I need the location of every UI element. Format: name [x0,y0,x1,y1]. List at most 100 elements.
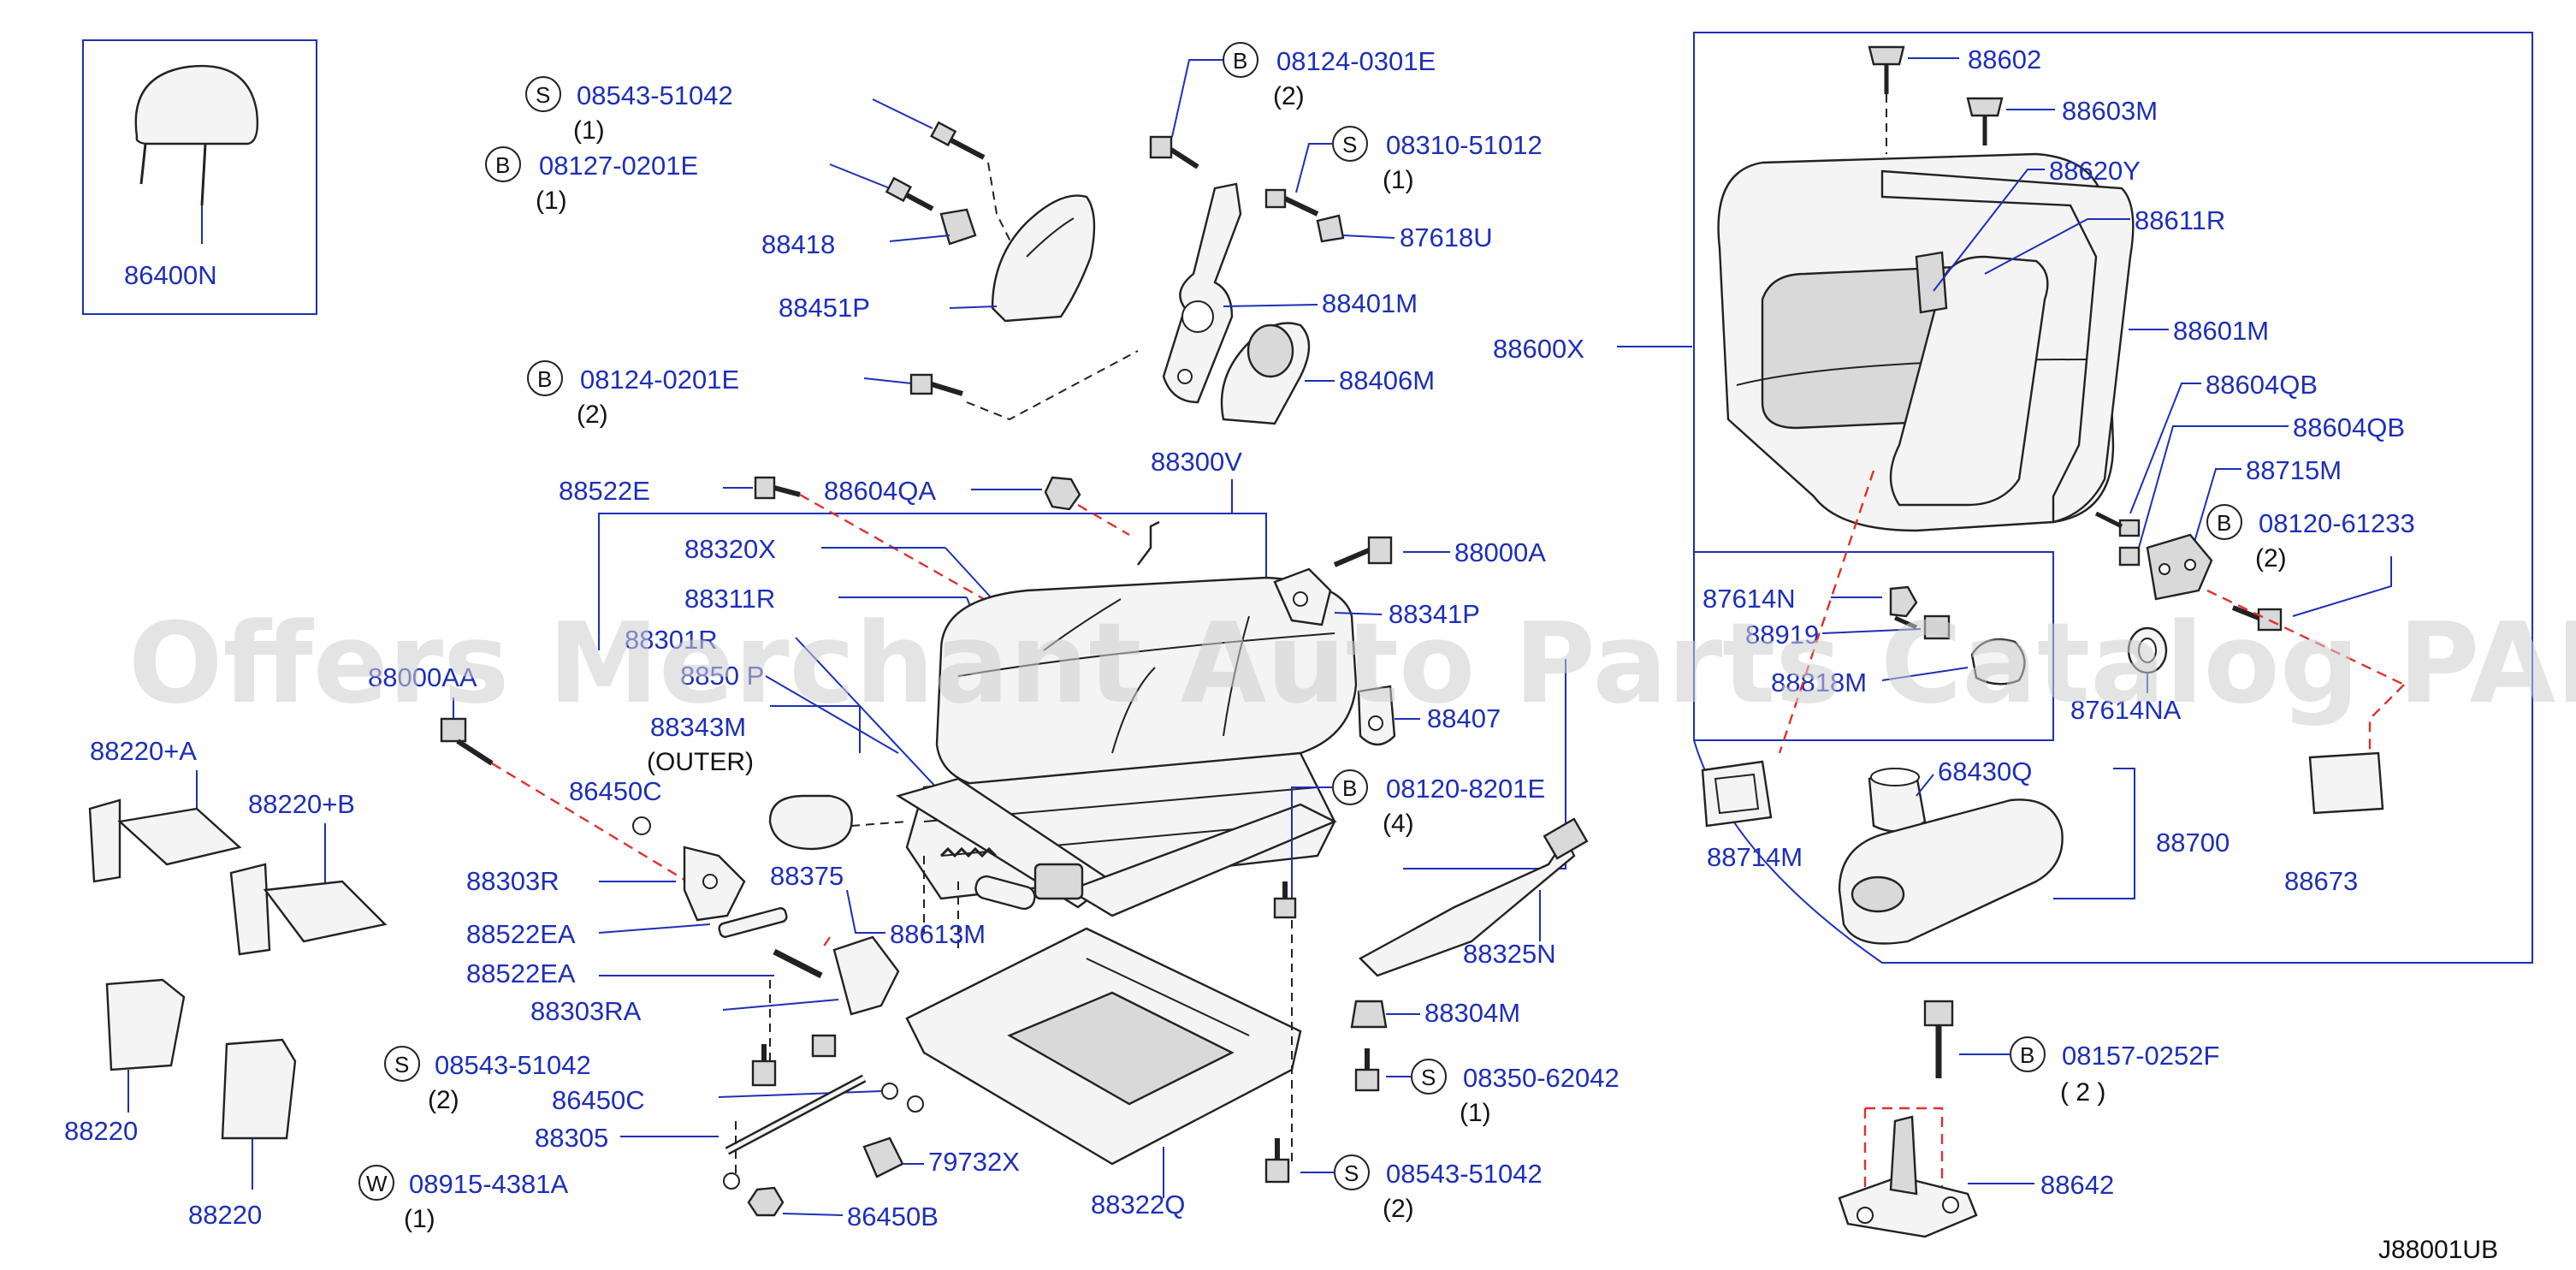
label-88522E[interactable]: 88522E [559,476,650,506]
label-88407[interactable]: 88407 [1427,703,1501,733]
label-87614N[interactable]: 87614N [1703,584,1796,614]
label-88401M[interactable]: 88401M [1322,288,1418,318]
callout-08543-51042-top[interactable]: S 08543-51042 (1) [525,76,733,145]
label-88601M[interactable]: 88601M [2173,316,2269,346]
frame-88601M-part[interactable] [1880,169,2135,524]
callout-08120-8201E[interactable]: B 08120-8201E (4) [1332,769,1545,838]
callout-08543-51042-left[interactable]: S 08543-51042 (2) [384,1046,591,1114]
bolt-part[interactable] [930,121,986,160]
label-88303RA[interactable]: 88303RA [530,996,642,1026]
bolt-part[interactable] [440,717,494,766]
callout-08543-51042-bottom[interactable]: S 08543-51042 (2) [1334,1154,1543,1223]
nut-86450B-part[interactable] [747,1186,785,1217]
panel-88220-1-part[interactable] [105,978,186,1071]
label-88642[interactable]: 88642 [2040,1170,2114,1200]
label-87614NA[interactable]: 87614NA [2070,695,2182,725]
label-88300V[interactable]: 88300V [1151,447,1242,477]
washer-part[interactable] [723,1172,740,1190]
label-88220B[interactable]: 88220+B [248,789,355,819]
label-88341P[interactable]: 88341P [1389,599,1480,629]
washer-part[interactable] [907,1095,924,1113]
label-88620Y[interactable]: 88620Y [2049,156,2141,186]
bracket-88303R-part[interactable] [683,846,746,922]
label-8850xP[interactable]: 8850 P [680,661,764,691]
gas-strut-88305-part[interactable] [725,1074,867,1155]
label-86400N[interactable]: 86400N [124,260,217,290]
label-88522EA-2[interactable]: 88522EA [466,958,576,988]
label-88375[interactable]: 88375 [770,861,844,891]
bolt-part[interactable] [811,1034,837,1058]
seat-cushion-part[interactable] [935,520,1358,789]
label-88602[interactable]: 88602 [1968,45,2041,74]
callout-08124-0201E[interactable]: B 08124-0201E (2) [527,360,739,429]
label-88604QA[interactable]: 88604QA [824,476,936,506]
pin-part[interactable] [773,948,823,979]
cap-88343M-part[interactable] [768,794,853,851]
bolt-part[interactable] [1149,135,1199,169]
bracket-88220B-part[interactable] [229,863,388,956]
bolt-part[interactable] [885,176,934,211]
callout-08350-62042[interactable]: S 08350-62042 (1) [1411,1059,1620,1127]
label-88301R[interactable]: 88301R [625,625,718,655]
bracket-88407-part[interactable] [1357,685,1396,746]
headrest-part[interactable] [134,64,259,244]
spring-88375-part[interactable] [939,846,998,858]
seat-track-part[interactable] [896,777,1337,917]
seat-pan-88322Q-part[interactable] [905,927,1302,1166]
grommet-88304M-part[interactable] [1350,1000,1388,1029]
bracket-88418-part[interactable] [939,208,977,246]
washer-part[interactable] [881,1083,898,1100]
bolt-part[interactable] [1264,1138,1290,1184]
label-87618U[interactable]: 87618U [1400,223,1493,252]
striker-88642-part[interactable] [1838,1115,1978,1238]
nut-part[interactable] [1044,476,1081,511]
seatbelt-88325N-part[interactable] [1359,817,1589,977]
bolt-part[interactable] [754,476,801,500]
cap-88818M-part[interactable] [1970,638,2026,685]
screw-part[interactable] [2118,546,2141,567]
label-88418[interactable]: 88418 [761,229,835,259]
label-88000AA[interactable]: 88000AA [368,662,477,692]
label-88322Q[interactable]: 88322Q [1091,1190,1185,1220]
label-88000A[interactable]: 88000A [1454,537,1546,567]
callout-08915-4381A[interactable]: W 08915-4381A (1) [358,1165,568,1233]
label-79732X[interactable]: 79732X [928,1147,1020,1177]
label-88406M[interactable]: 88406M [1339,365,1435,395]
guide-88603M-part[interactable] [1966,97,2004,145]
clip-79732X-part[interactable] [862,1136,904,1178]
tube-88613M-part[interactable] [974,874,1037,911]
label-88305[interactable]: 88305 [535,1123,608,1153]
label-88700[interactable]: 88700 [2156,828,2230,858]
label-88715M[interactable]: 88715M [2246,455,2342,485]
cover-88673-part[interactable] [2308,751,2384,815]
cup-holder-68430Q-part[interactable] [1868,768,1927,833]
cover-88715M-part[interactable] [2146,533,2213,601]
label-88451P[interactable]: 88451P [779,293,870,323]
trim-88714M-part[interactable] [1701,760,1773,828]
panel-88220-2-part[interactable] [221,1038,297,1140]
callout-08120-61233[interactable]: B 08120-61233 (2) [2206,504,2415,573]
label-88919[interactable]: 88919 [1745,620,1819,650]
bracket-88303RA-part[interactable] [832,935,900,1016]
washer-part[interactable] [632,816,651,835]
label-86450C-b[interactable]: 86450C [552,1085,645,1115]
label-88304M[interactable]: 88304M [1424,998,1520,1028]
bracket-88620Y-part[interactable] [1915,251,1948,314]
label-88613M[interactable]: 88613M [890,919,986,949]
label-88522EA-1[interactable]: 88522EA [466,919,576,949]
panel-88611R-part[interactable] [1889,255,2049,507]
bracket-88220A-part[interactable] [88,798,242,883]
guide-88602-part[interactable] [1868,45,1905,94]
label-86450C-a[interactable]: 86450C [569,776,662,806]
bolt-part[interactable] [909,373,963,396]
bolt-part[interactable] [1264,188,1319,217]
label-88714M[interactable]: 88714M [1707,842,1803,872]
recliner-cover-88451P-part[interactable] [991,194,1096,323]
label-88604QB-2[interactable]: 88604QB [2293,412,2405,442]
label-88303R[interactable]: 88303R [466,866,560,896]
label-88325N[interactable]: 88325N [1463,939,1556,969]
bolt-part[interactable] [1333,536,1393,567]
label-88220-1[interactable]: 88220 [64,1116,138,1146]
nut-part[interactable] [1889,585,1918,618]
screw-part[interactable] [2094,511,2141,537]
